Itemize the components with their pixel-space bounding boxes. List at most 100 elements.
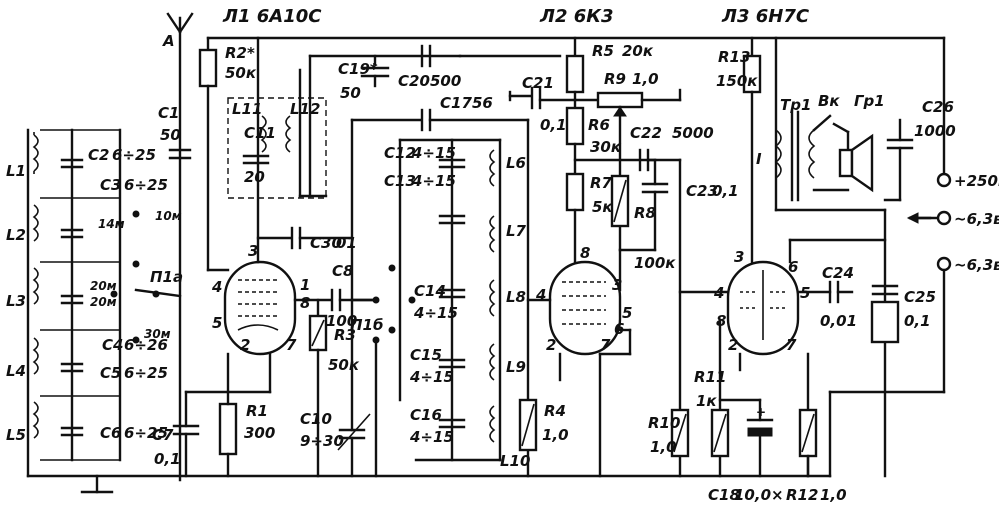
svg-text:C6: C6: [100, 424, 121, 442]
svg-text:C21: C21: [522, 74, 554, 92]
capacitor-c1: C1 50: [158, 104, 192, 160]
svg-text:5к: 5к: [592, 198, 613, 216]
svg-text:3: 3: [248, 242, 258, 260]
coil-bank-left: [26, 128, 122, 478]
svg-text:R7: R7: [590, 174, 613, 192]
resistor-r12: R12 1,0: [786, 408, 847, 504]
antenna-label: А: [162, 32, 175, 50]
band-switch-p1b: П1б: [350, 264, 416, 478]
svg-text:6÷25: 6÷25: [124, 424, 168, 442]
svg-text:300: 300: [244, 424, 275, 442]
switch-vk: Вк: [812, 92, 850, 192]
svg-text:500: 500: [430, 72, 461, 90]
capacitor-c25: C25 0,1: [870, 284, 936, 344]
svg-text:C7: C7: [152, 426, 174, 444]
grid-feed-l2: R4 1,0: [518, 298, 569, 478]
svg-text:30к: 30к: [590, 138, 622, 156]
resistor-r13: R13 150к: [716, 36, 762, 264]
oscillator-coils-l11-l12: L11 L12 C11 20: [227, 36, 328, 264]
svg-text:C25: C25: [904, 288, 936, 306]
svg-text:C2: C2: [88, 146, 109, 164]
capacitor-c7: C7 0,1: [152, 390, 200, 478]
svg-text:R6: R6: [588, 116, 610, 134]
coil-l2-label: L2: [6, 226, 26, 244]
svg-text:6: 6: [788, 258, 798, 276]
svg-text:6÷25: 6÷25: [124, 364, 168, 382]
tube-l3: 3 6 4 5 8 2 7: [713, 248, 810, 356]
svg-text:C23: C23: [686, 182, 718, 200]
svg-text:I: I: [756, 150, 762, 168]
svg-text:8: 8: [716, 312, 726, 330]
svg-text:C15: C15: [410, 346, 442, 364]
svg-text:R8: R8: [634, 204, 656, 222]
svg-text:1,0: 1,0: [542, 426, 569, 444]
svg-text:4: 4: [211, 278, 222, 296]
svg-text:10,0×: 10,0×: [734, 486, 784, 504]
svg-text:C17: C17: [440, 94, 472, 112]
svg-text:C1: C1: [158, 104, 179, 122]
svg-text:50к: 50к: [328, 356, 360, 374]
capacitor-c23: C23 0,1: [641, 158, 739, 252]
ground-rail: [26, 474, 832, 494]
coil-l4-label: L4: [6, 362, 26, 380]
svg-text:0,01: 0,01: [820, 312, 857, 330]
coil-l1-label: L1: [6, 162, 26, 180]
capacitor-c17: C17 56: [350, 94, 530, 402]
coil-l8-label: L8: [506, 288, 526, 306]
svg-text:6÷25: 6÷25: [112, 146, 156, 164]
coil-l3-label: L3: [6, 292, 26, 310]
svg-text:7: 7: [286, 336, 297, 354]
svg-text:100: 100: [326, 312, 357, 330]
svg-text:2: 2: [546, 336, 556, 354]
svg-text:C3: C3: [100, 176, 121, 194]
svg-text:2: 2: [728, 336, 738, 354]
svg-text:П1а: П1а: [150, 268, 183, 286]
svg-text:4÷15: 4÷15: [411, 172, 456, 190]
svg-text:C11: C11: [244, 124, 276, 142]
tube-l1: 3 4 1 8 2 7 5: [211, 242, 310, 356]
resistor-r8: R8 100к: [610, 174, 676, 292]
svg-text:50: 50: [160, 126, 181, 144]
tube-l1-label: Л1 6А10С: [222, 6, 322, 27]
antenna: А: [162, 12, 194, 482]
svg-text:4÷15: 4÷15: [409, 428, 454, 446]
band-switch-p1a: 14м 20м 20м 30м 10м П1а: [90, 209, 183, 344]
svg-text:7: 7: [786, 336, 797, 354]
svg-text:0,1: 0,1: [540, 116, 567, 134]
coil-l10-label: L10: [500, 452, 530, 470]
svg-text:C30: C30: [310, 234, 342, 252]
tube-l3-label: Л3 6Н7С: [721, 6, 810, 27]
capacitor-c30: C30 01: [256, 226, 357, 252]
svg-text:4÷15: 4÷15: [411, 144, 456, 162]
coil-l5-label: L5: [6, 426, 26, 444]
capacitor-c26: C26 1000: [883, 98, 956, 202]
svg-text:4÷15: 4÷15: [413, 304, 458, 322]
svg-text:20к: 20к: [622, 42, 654, 60]
svg-text:4÷15: 4÷15: [409, 368, 454, 386]
svg-text:20м: 20м: [90, 295, 117, 309]
svg-text:1000: 1000: [914, 122, 956, 140]
svg-text:П1б: П1б: [350, 316, 383, 334]
svg-text:C14: C14: [414, 282, 446, 300]
capacitor-c24: C24 0,01: [820, 264, 857, 330]
capacitor-c19-c20: C19* 50 C20 500: [308, 44, 562, 198]
coil-labels-left: L1 L2 L3 L4 L5 C2 6÷25 C3 6÷25 C4 6÷26 C…: [6, 146, 168, 444]
supply-terminals: +250в ~6,3в ~6,3в: [954, 172, 999, 274]
svg-text:C13: C13: [384, 172, 416, 190]
svg-text:Тр1: Тр1: [780, 96, 811, 114]
resistor-r1: R1 300: [184, 352, 275, 478]
svg-text:C5: C5: [100, 364, 121, 382]
svg-text:20: 20: [244, 168, 265, 186]
svg-text:3: 3: [612, 276, 622, 294]
svg-text:20м: 20м: [90, 279, 117, 293]
svg-text:1: 1: [300, 276, 310, 294]
svg-text:8: 8: [580, 244, 590, 262]
svg-text:C18: C18: [708, 486, 740, 504]
svg-text:C8: C8: [332, 262, 353, 280]
electrolytic-c18: + C18 10,0×: [708, 405, 784, 504]
svg-text:1к: 1к: [696, 392, 717, 410]
svg-text:1,0: 1,0: [650, 438, 677, 456]
svg-text:0,1: 0,1: [154, 450, 181, 468]
svg-text:R10: R10: [648, 414, 680, 432]
